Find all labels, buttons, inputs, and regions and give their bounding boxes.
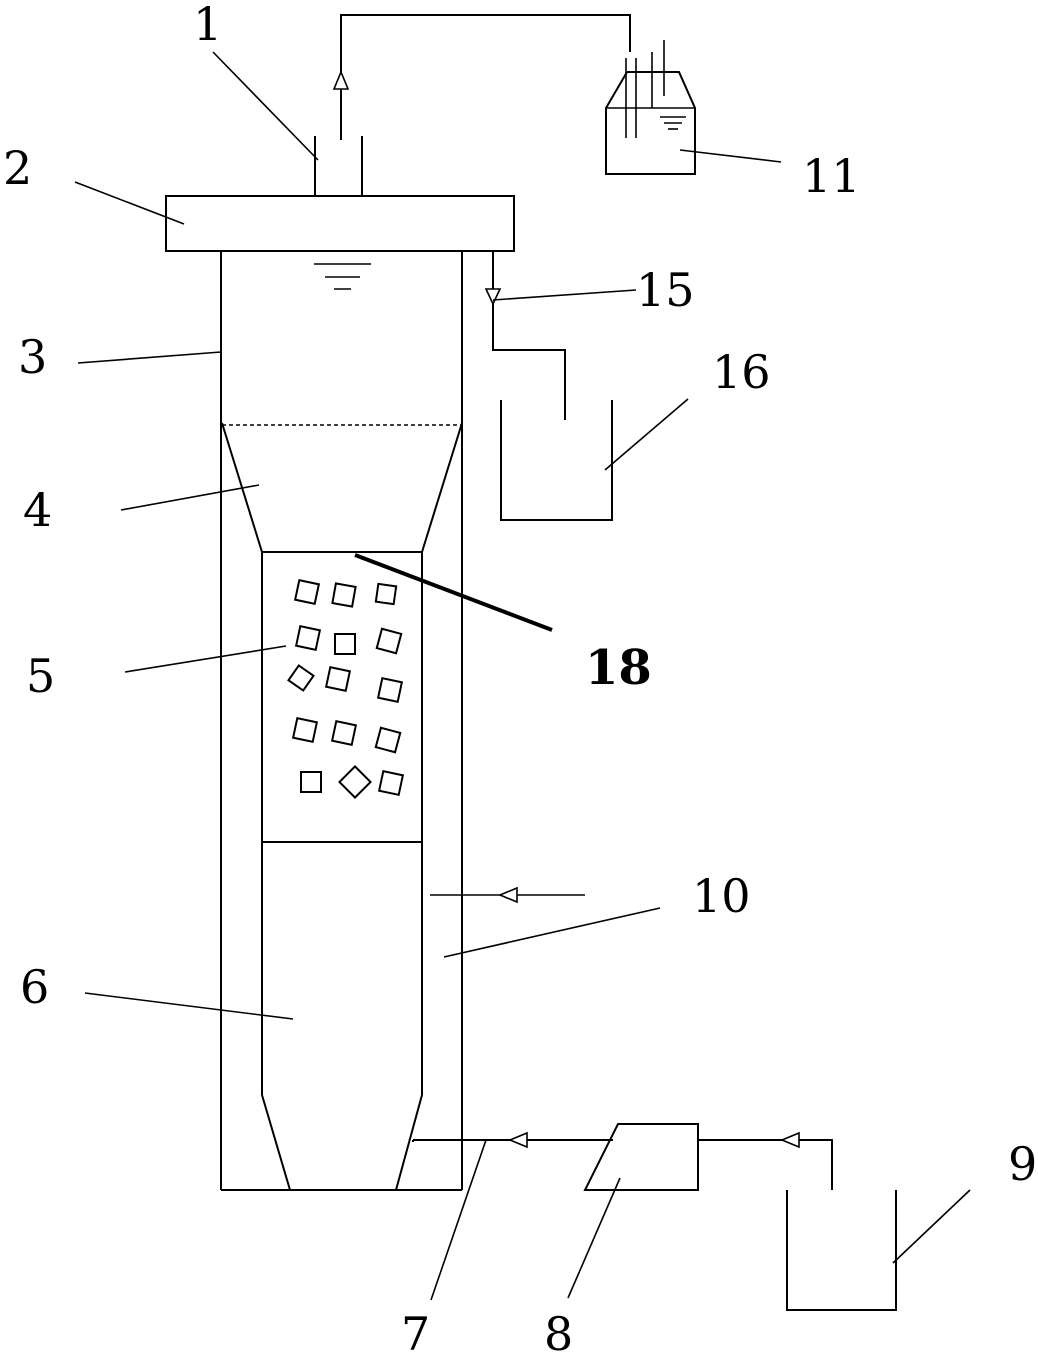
label-6: 6 [20,960,49,1014]
pump [583,1123,699,1191]
leader-lines [74,51,971,1301]
packing-media [287,578,405,799]
recirculation-arrow [430,886,585,904]
label-16: 16 [712,345,771,399]
water-level-symbol [314,263,371,290]
gas-flow-arrow [332,69,350,90]
label-2: 2 [3,141,32,195]
outer-column [220,250,463,1191]
effluent-tank [500,400,613,521]
label-5: 5 [26,649,55,703]
feed-pipe [698,1131,833,1190]
separator-funnel [221,422,463,553]
gas-collection-bottle [605,40,696,175]
label-4: 4 [23,483,52,537]
gas-outlet-pipe [314,14,631,196]
top-cover [165,195,515,252]
label-18: 18 [585,640,652,696]
feed-flow-arrow [779,1131,800,1149]
influent-tank [786,1190,897,1311]
label-1: 1 [193,0,222,51]
influent-flow-arrow [507,1131,528,1149]
influent-pipe [412,1131,613,1149]
label-3: 3 [18,330,47,384]
label-9: 9 [1008,1137,1037,1191]
label-8: 8 [544,1307,573,1358]
effluent-pipe [484,251,566,420]
label-11: 11 [802,149,861,203]
inner-column [261,551,423,1191]
label-15: 15 [636,263,695,317]
label-10: 10 [692,869,751,923]
effluent-flow-arrow [484,288,502,306]
label-7: 7 [401,1307,430,1358]
